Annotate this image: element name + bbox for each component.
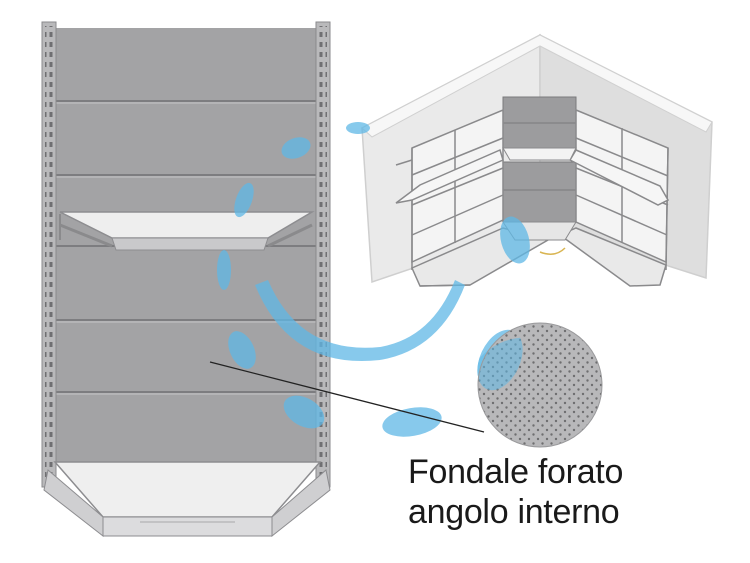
right-wing-shelving <box>558 108 670 287</box>
middle-shelf <box>59 211 315 251</box>
caption-line-1: Fondale forato <box>408 453 624 491</box>
caption-label: Fondale forato angolo interno <box>408 452 728 532</box>
caption-line-2: angolo interno <box>408 493 620 531</box>
corner-panel-lower <box>502 161 577 223</box>
corner-room-perspective <box>361 33 713 287</box>
leader-line <box>209 361 485 433</box>
perforated-circle-icon <box>477 322 603 448</box>
base-shelf <box>43 461 331 538</box>
front-view-shelving <box>41 21 331 538</box>
